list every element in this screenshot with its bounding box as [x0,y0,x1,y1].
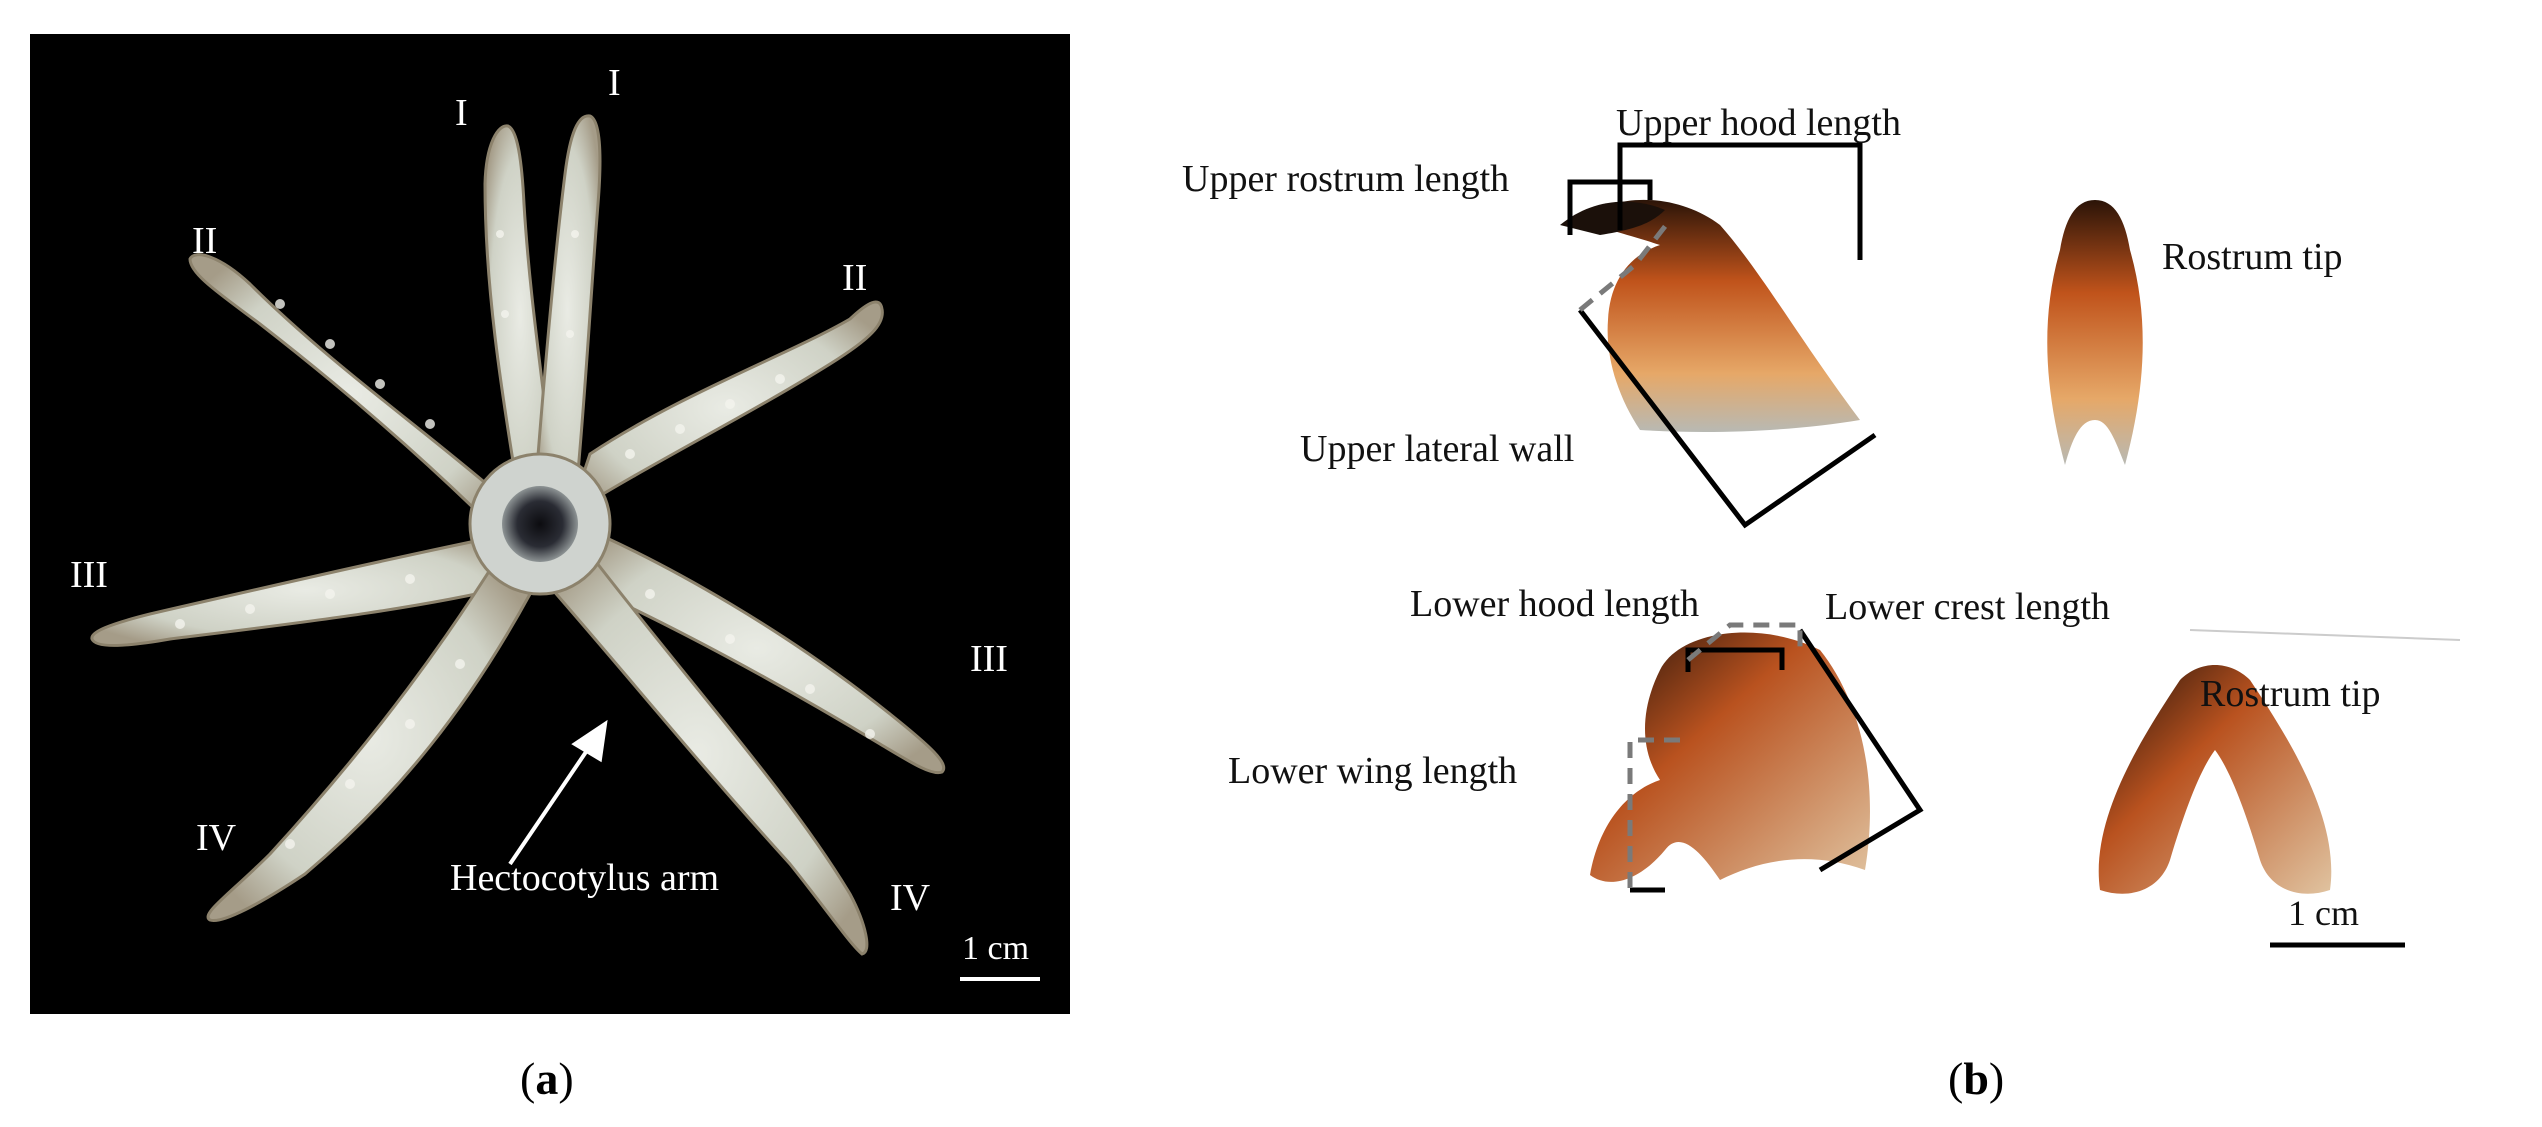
squid-arms-illustration [90,114,1040,981]
label-lower-hood-length: Lower hood length [1410,583,1700,625]
caption-b-open: ( [1948,1053,1964,1104]
arm-II-left [188,253,512,537]
label-lower-wing-length: Lower wing length [1228,750,1518,792]
arm-III-left [90,532,522,647]
upper-beak-front [2047,200,2143,465]
arm-label-IV-right: IV [890,877,931,919]
lower-hood-dashed [1686,622,1803,662]
lower-beak-side [1590,632,1870,882]
arm-I-left [483,124,557,506]
arm-label-IV-left: IV [196,817,237,859]
arm-label-II-right: II [842,257,868,299]
arm-IV-left [206,551,532,922]
hectocotylus-arrow [508,719,608,866]
upper-hood-bracket [1617,142,1863,260]
scale-label-a: 1 cm [962,930,1030,967]
arm-II-right [567,300,884,518]
arm-label-III-left: III [70,554,108,596]
beak-illustration [1560,142,2461,948]
upper-lateral-wall-bracket [1578,308,1877,529]
label-lower-crest-length: Lower crest length [1825,586,2110,628]
caption-a-close: ) [558,1053,574,1104]
lower-beak-front [2098,665,2332,894]
mouth [502,486,578,562]
label-upper-hood-length: Upper hood length [1616,102,1901,144]
upper-rostrum-bracket [1567,179,1653,235]
scale-label-b: 1 cm [2288,893,2359,933]
arm-label-I-right: I [608,62,621,104]
squid-photo-panel: I I II II III III IV IV Hectocotylus arm… [30,34,1070,1014]
hectocotylus-label: Hectocotylus arm [450,857,720,899]
upper-dashed-guide [1578,218,1672,312]
caption-a-open: ( [520,1053,536,1104]
upper-beak-side [1580,199,1860,432]
arm-IV-right-hectocotylus [527,552,869,956]
faint-guide [2189,629,2461,641]
lower-hood-bracket [1685,647,1785,672]
lower-crest-bracket [1797,628,1924,873]
arm-III-right [568,521,946,775]
arm-I-right [533,114,602,506]
label-upper-rostrum-length: Upper rostrum length [1182,158,1510,200]
label-upper-lateral-wall: Upper lateral wall [1300,428,1575,470]
caption-b-close: ) [1988,1053,2005,1104]
caption-b-letter: b [1963,1053,1989,1104]
caption-b: (b) [1948,1056,2004,1102]
label-rostrum-tip-upper: Rostrum tip [2162,236,2343,278]
beak-panel: Upper hood length Upper rostrum length R… [1160,60,2540,1010]
label-rostrum-tip-lower: Rostrum tip [2200,673,2381,715]
arm-label-III-right: III [970,638,1008,680]
caption-a-letter: a [535,1053,559,1104]
arm-label-II-left: II [192,220,218,262]
upper-rostrum [1560,201,1665,235]
caption-a: (a) [520,1056,574,1102]
arm-label-I-left: I [455,92,468,134]
